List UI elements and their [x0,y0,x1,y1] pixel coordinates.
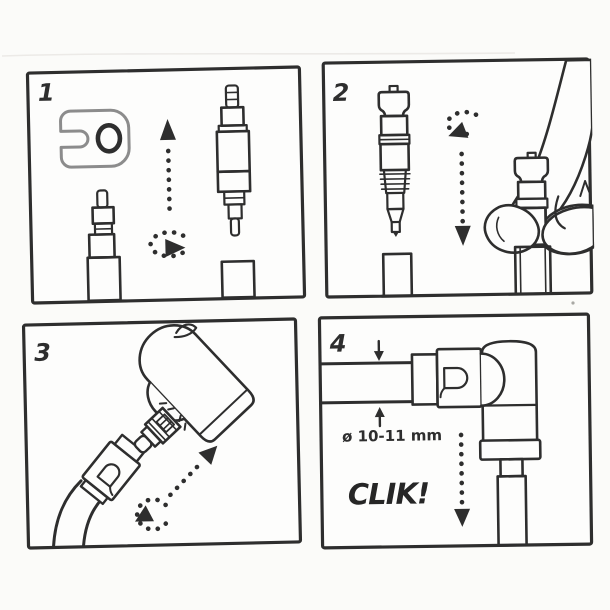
step-2-panel: 2 [320,56,595,300]
step-3-panel: 3 [20,316,303,551]
diameter-arrows-icon [373,339,385,428]
panel-border [25,65,307,305]
valve-core [215,84,252,237]
presta-valve [86,189,122,303]
step-4-panel: 4 [316,311,594,551]
fingertips [483,179,595,256]
rotate-arrow-icon [445,109,479,138]
rotate-arrow-icon [134,497,170,532]
step-number: 2 [332,79,349,107]
valve-stub [381,252,414,298]
pump-head [478,339,542,478]
clik-label: CLIK! [348,476,430,511]
step-number: 1 [38,79,55,107]
down-arrow-icon [454,432,471,527]
valve-adapter [377,84,411,237]
valve-stub [513,245,553,296]
step-number: 3 [34,339,51,367]
threaded-hose [496,474,528,547]
valve-adapter [133,402,187,454]
pump-head [138,323,255,443]
rotate-arrow-icon [148,229,188,259]
diameter-label: ø 10-11 mm [342,426,442,445]
up-arrow-icon [159,118,176,220]
step-number: 4 [329,330,347,358]
step-1-panel: 1 [24,64,307,306]
pump-hose [319,361,415,405]
hose-connector [410,347,483,409]
diagonal-arrow-icon [168,445,218,498]
valve-stub [220,259,256,300]
hose-connector [79,433,146,506]
down-arrow-icon [454,151,471,246]
core-wrench-icon [59,108,131,169]
